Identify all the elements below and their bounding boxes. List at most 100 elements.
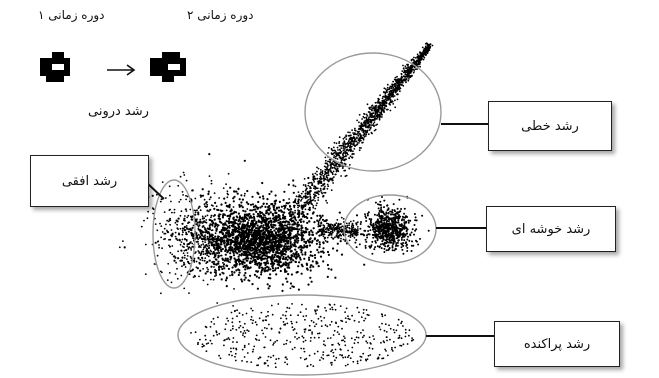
scatter-dot bbox=[384, 224, 387, 226]
scatter-dot bbox=[326, 165, 329, 168]
scatter-dot bbox=[277, 266, 280, 270]
scatter-dot bbox=[221, 271, 224, 274]
scatter-dot bbox=[196, 221, 199, 224]
scatter-dot bbox=[188, 292, 190, 294]
scatter-dot bbox=[377, 207, 380, 210]
scatter-dot bbox=[316, 202, 318, 205]
scatter-dot bbox=[312, 321, 315, 324]
scatter-dot bbox=[343, 169, 346, 172]
scatter-dot bbox=[229, 186, 232, 189]
scatter-dot bbox=[200, 233, 203, 235]
scatter-dot bbox=[223, 267, 226, 270]
scatter-dot bbox=[189, 255, 192, 258]
scatter-dot bbox=[240, 254, 243, 257]
scatter-dot bbox=[269, 231, 272, 234]
scatter-dot bbox=[323, 173, 326, 176]
scatter-dot bbox=[208, 198, 211, 201]
scatter-dot bbox=[236, 222, 238, 225]
scatter-dot bbox=[188, 228, 191, 231]
scatter-dot bbox=[242, 231, 245, 235]
scatter-dot bbox=[186, 252, 189, 254]
scatter-dot bbox=[321, 231, 324, 234]
scatter-dot bbox=[225, 276, 228, 279]
scatter-dot bbox=[206, 283, 209, 286]
scatter-dot bbox=[363, 124, 365, 126]
scatter-dot bbox=[349, 155, 352, 158]
scatter-dot bbox=[242, 258, 245, 261]
scatter-dot bbox=[385, 236, 388, 239]
scatter-dot bbox=[276, 254, 280, 258]
scatter-dot bbox=[347, 131, 349, 134]
scatter-dot bbox=[198, 246, 200, 249]
scatter-dot bbox=[171, 211, 173, 214]
scatter-dot bbox=[362, 137, 365, 140]
scatter-dot bbox=[330, 268, 333, 271]
scatter-dot bbox=[238, 232, 241, 235]
scatter-dot bbox=[169, 251, 172, 254]
scatter-dot bbox=[322, 247, 325, 250]
scatter-dot bbox=[181, 191, 184, 193]
scatter-dot bbox=[158, 244, 160, 246]
scatter-dot bbox=[288, 198, 290, 200]
scatter-dot bbox=[227, 193, 230, 196]
scatter-dot bbox=[286, 258, 289, 261]
scatter-dot bbox=[237, 247, 240, 250]
scatter-dot bbox=[338, 156, 341, 159]
scatter-dot bbox=[380, 243, 382, 246]
scatter-dot bbox=[206, 203, 209, 206]
scatter-dot bbox=[357, 135, 360, 137]
scatter-dot bbox=[230, 221, 233, 224]
scatter-dot bbox=[197, 213, 200, 216]
scatter-dot bbox=[318, 180, 320, 183]
scatter-dot bbox=[245, 213, 248, 216]
scatter-dot bbox=[290, 261, 293, 264]
scatter-dot bbox=[186, 258, 188, 260]
scatter-dot bbox=[263, 236, 266, 239]
scatter-dot bbox=[320, 180, 323, 183]
scatter-dot bbox=[314, 191, 316, 194]
scatter-dot bbox=[395, 81, 398, 84]
scatter-dot bbox=[355, 133, 358, 136]
scatter-dot bbox=[378, 213, 380, 216]
scatter-dot bbox=[379, 235, 382, 238]
scatter-dot bbox=[286, 306, 289, 309]
scatter-dot bbox=[387, 212, 390, 214]
scatter-dot bbox=[347, 145, 350, 147]
scatter-dot bbox=[289, 215, 291, 218]
scatter-dot bbox=[427, 48, 430, 51]
scatter-dot bbox=[390, 95, 393, 98]
scatter-dot bbox=[223, 245, 226, 247]
scatter-dot bbox=[282, 257, 285, 260]
scatter-dot bbox=[254, 245, 257, 249]
scatter-dot bbox=[256, 262, 260, 265]
scatter-dot bbox=[369, 229, 372, 232]
scatter-dot bbox=[387, 207, 390, 210]
scatter-dot bbox=[252, 259, 255, 262]
scatter-dot bbox=[376, 226, 379, 229]
scatter-dot bbox=[301, 303, 303, 306]
scatter-dot bbox=[222, 265, 225, 268]
scatter-dot bbox=[336, 228, 338, 231]
scatter-dot bbox=[327, 160, 329, 163]
scatter-dot bbox=[363, 334, 365, 337]
scatter-dot bbox=[208, 232, 211, 235]
scatter-dot bbox=[375, 236, 378, 239]
scatter-dot bbox=[213, 271, 216, 274]
scatter-dot bbox=[296, 228, 299, 231]
scatter-dot bbox=[260, 262, 262, 265]
scatter-dot bbox=[326, 202, 328, 204]
scatter-dot bbox=[321, 218, 324, 221]
scatter-dot bbox=[365, 118, 368, 121]
scatter-dot bbox=[242, 209, 245, 212]
scatter-dot bbox=[292, 213, 294, 216]
scatter-dot bbox=[381, 240, 384, 243]
scatter-dot bbox=[270, 220, 273, 223]
scatter-dot bbox=[315, 312, 317, 315]
scatter-dot bbox=[250, 243, 253, 246]
scatter-dot bbox=[257, 219, 260, 222]
scatter-dot bbox=[374, 246, 377, 249]
scatter-dot bbox=[200, 229, 202, 232]
scatter-dot bbox=[327, 172, 329, 175]
scatter-dot bbox=[370, 244, 373, 247]
scatter-dot bbox=[183, 254, 186, 257]
